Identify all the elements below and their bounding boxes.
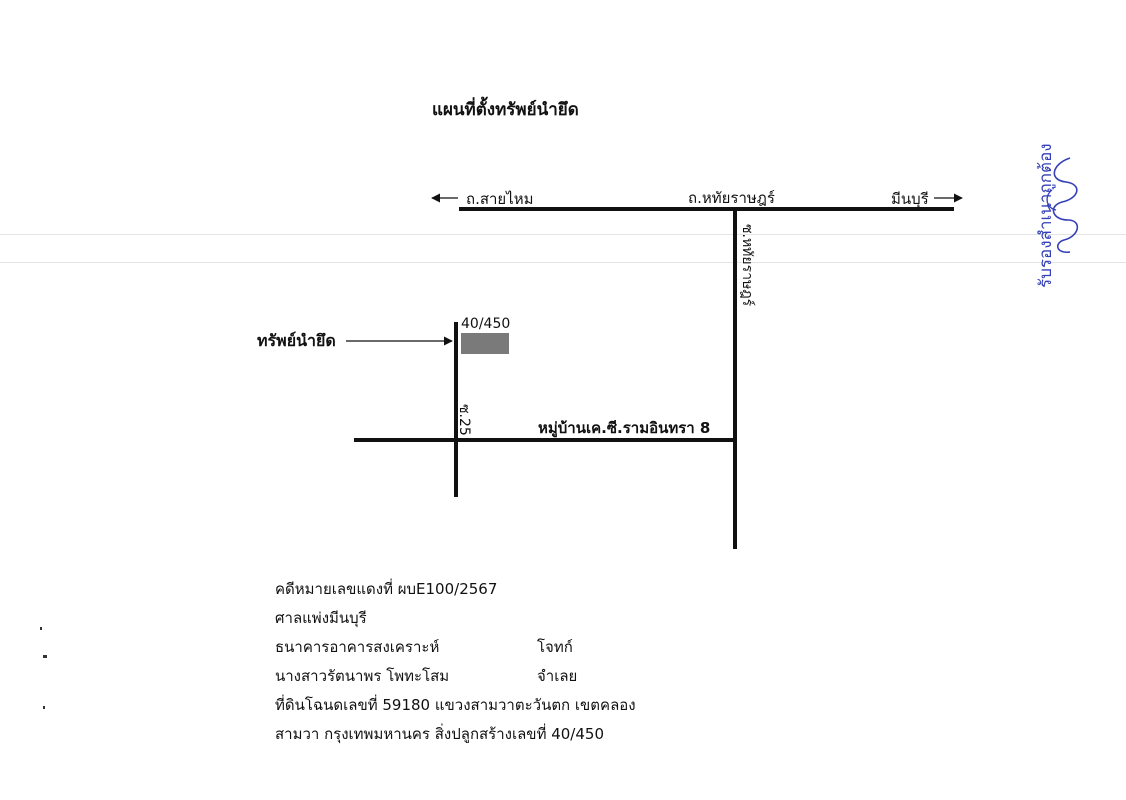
road-label-hathai-rat: ถ.หทัยราษฎร์ [688, 189, 775, 207]
property-label: ทรัพย์นำยึด [257, 331, 336, 350]
plaintiff-role: โจทก์ [537, 638, 573, 656]
scan-mark [43, 706, 45, 709]
road-label-soi-hathai-rat: ซ.หทัยราษฎร์ [739, 224, 755, 307]
signature-scribble [1046, 157, 1079, 253]
scan-line [0, 234, 1126, 235]
map-title: แผนที่ตั้งทรัพย์นำยึด [432, 100, 579, 120]
defendant-name: นางสาวรัตนาพร โพทะโสม [275, 667, 450, 685]
plaintiff-name: ธนาคารอาคารสงเคราะห์ [275, 638, 440, 656]
land-deed-line-1: ที่ดินโฉนดเลขที่ 59180 แขวงสามวาตะวันตก … [275, 696, 636, 714]
road-label-sai-mai: ถ.สายไหม [466, 190, 534, 208]
court-name: ศาลแพ่งมีนบุรี [275, 609, 367, 627]
scan-line [0, 262, 1126, 263]
property-block [461, 333, 509, 354]
road-label-village: หมู่บ้านเค.ซี.รามอินทรา 8 [538, 419, 711, 437]
scan-mark [43, 655, 47, 658]
road-label-min-buri: มีนบุรี [891, 190, 929, 208]
land-deed-line-2: สามวา กรุงเทพมหานคร สิ่งปลูกสร้างเลขที่ … [275, 725, 604, 743]
road-label-soi-25: ซ.25 [456, 404, 472, 436]
scan-mark [40, 627, 42, 630]
defendant-role: จำเลย [537, 667, 578, 685]
property-number: 40/450 [461, 316, 511, 332]
case-number: คดีหมายเลขแดงที่ ผบE100/2567 [275, 580, 498, 598]
